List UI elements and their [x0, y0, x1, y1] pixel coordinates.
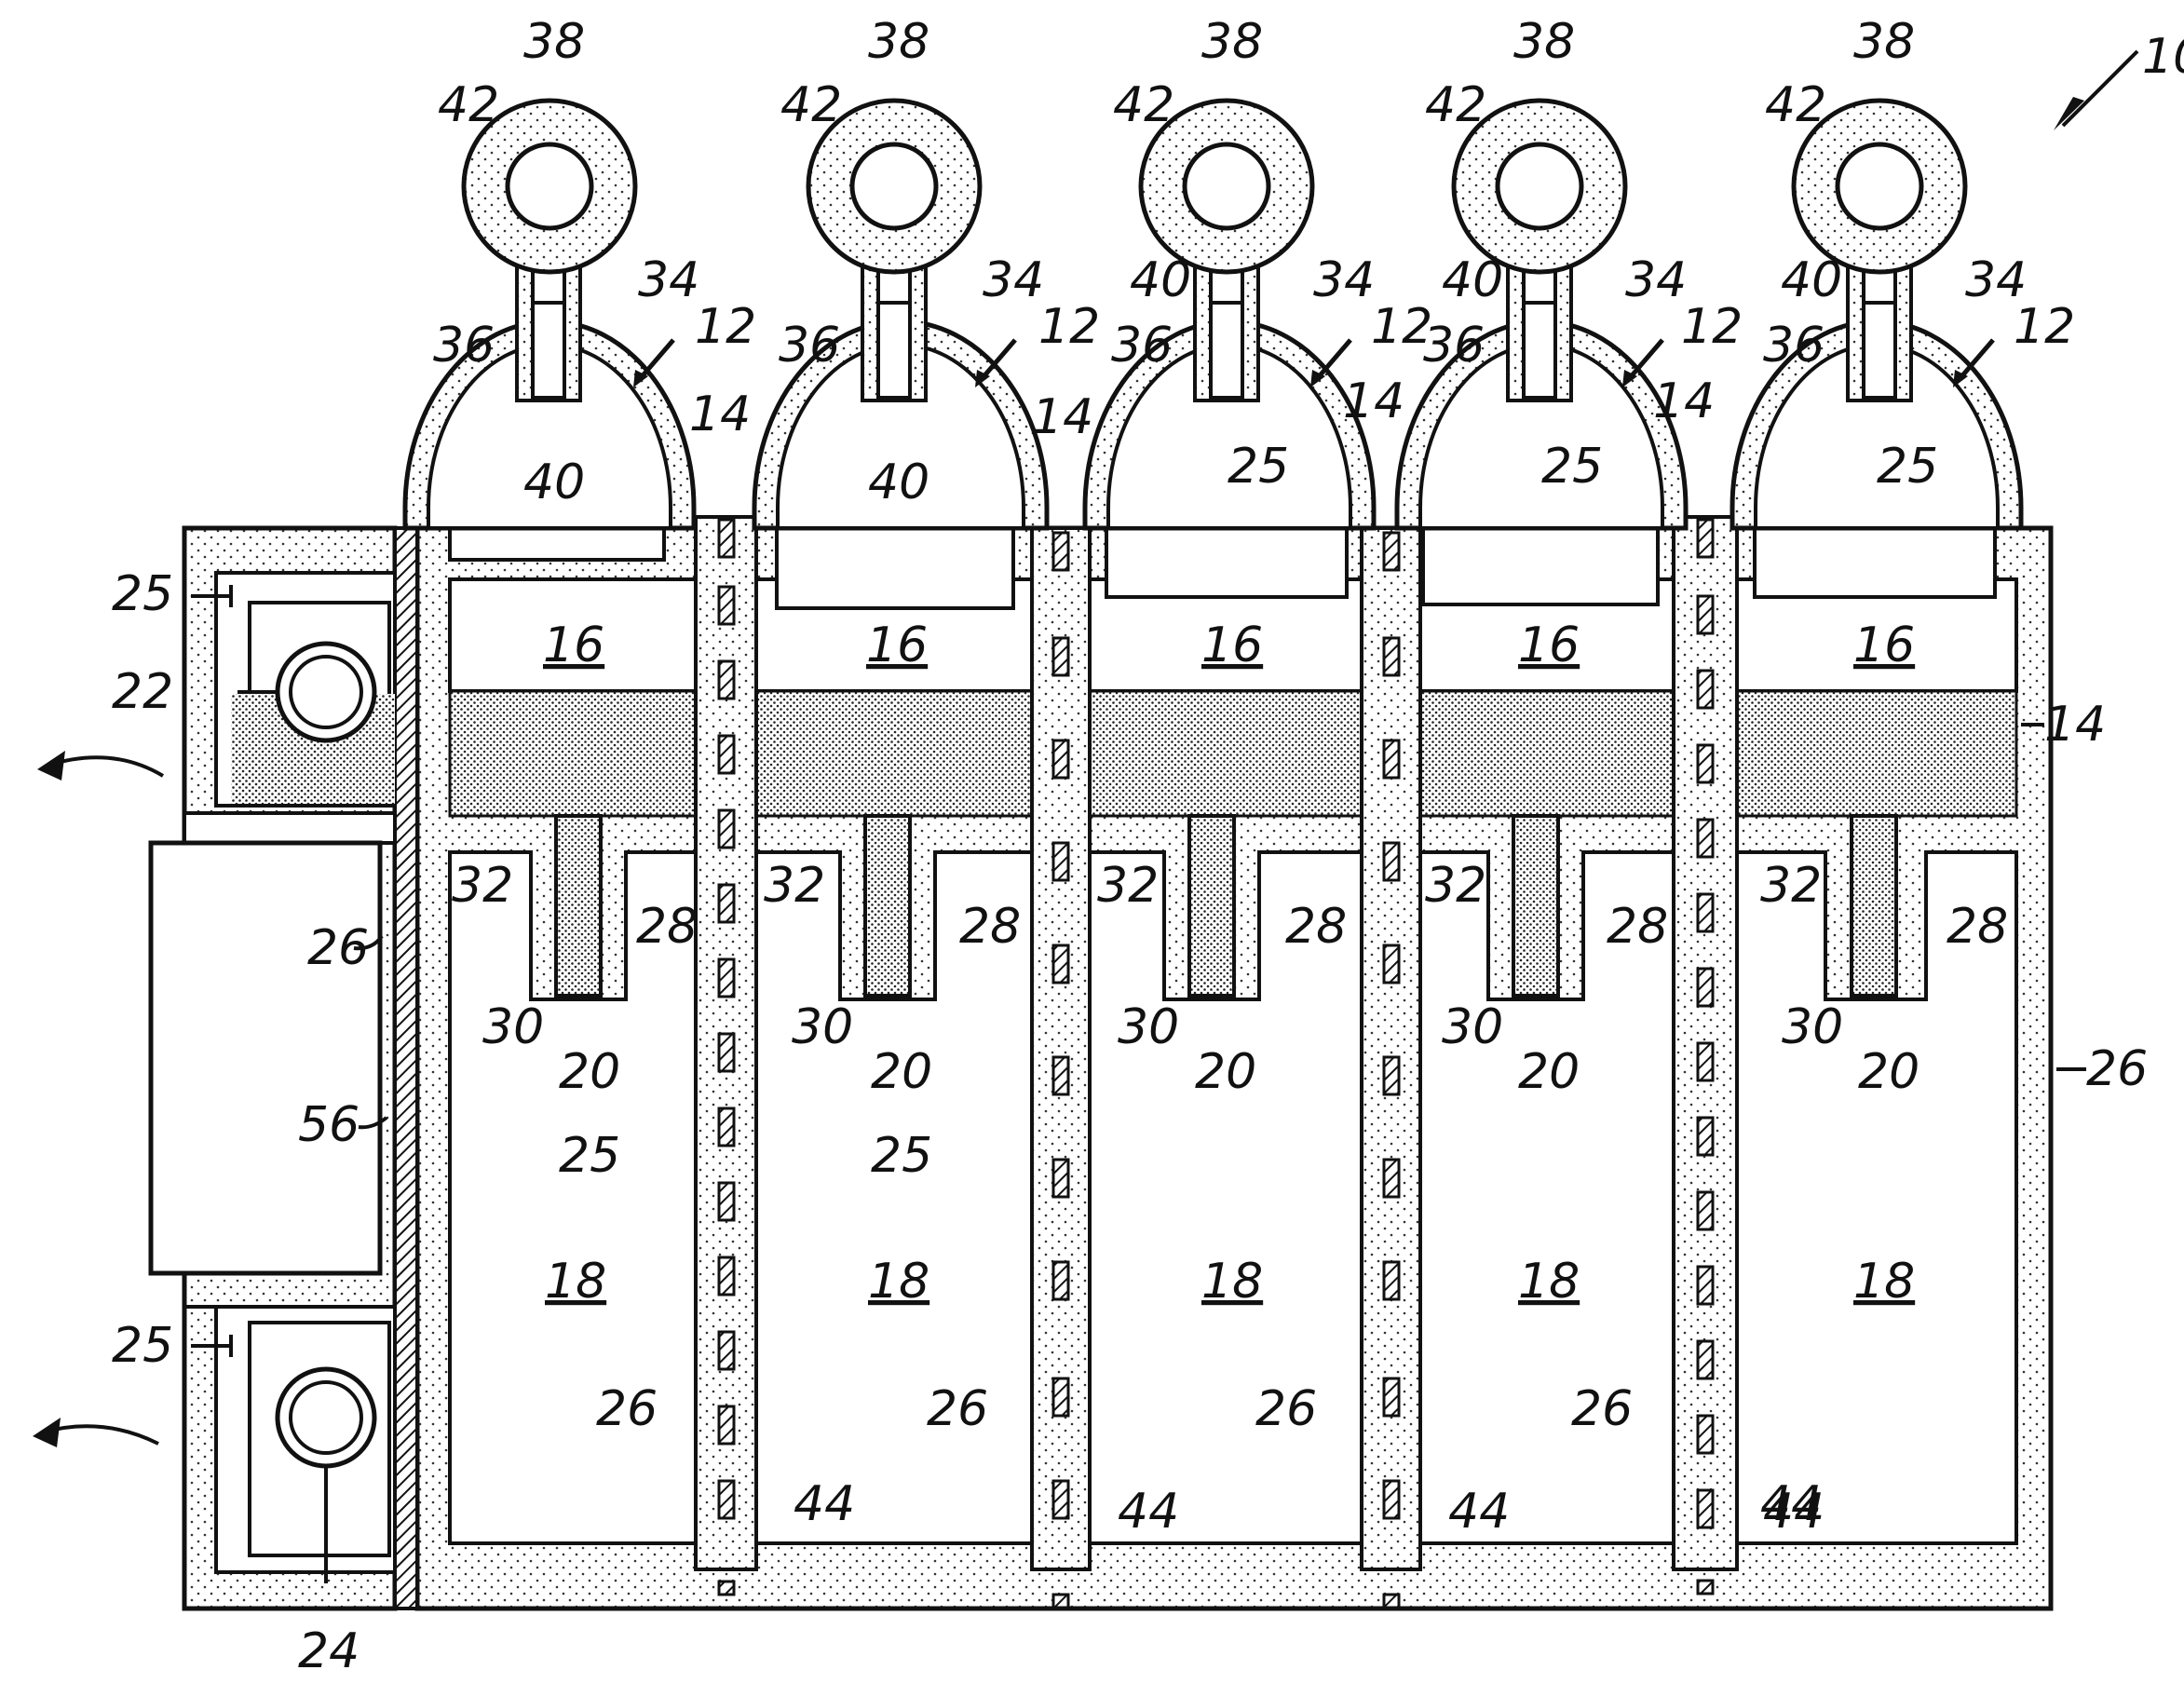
- cell2-44: 44: [1118, 1484, 1179, 1540]
- cell4-32: 32: [1425, 858, 1486, 914]
- cell4-12: 12: [1681, 299, 1743, 355]
- cell5-32: 32: [1760, 858, 1822, 914]
- cell1-32: 32: [452, 858, 513, 914]
- cell1-36: 36: [433, 318, 495, 373]
- cell1-38: 38: [523, 14, 585, 70]
- cell2-40: 40: [868, 455, 929, 510]
- hatched-wall-56: [395, 528, 417, 1609]
- cell4-34: 34: [1625, 252, 1687, 308]
- cell2-20: 20: [871, 1044, 932, 1100]
- cell1-40: 40: [523, 455, 585, 510]
- cell1-30: 30: [482, 999, 544, 1055]
- cell5-42: 42: [1765, 77, 1826, 133]
- cell4-42: 42: [1425, 77, 1486, 133]
- cell5-25: 25: [1877, 439, 1938, 495]
- cell4-26: 26: [1571, 1381, 1633, 1437]
- manifold-24: 24: [298, 1623, 359, 1679]
- cell3-26: 26: [1255, 1381, 1317, 1437]
- cell3-44: 44: [1448, 1484, 1510, 1540]
- cell2-38: 38: [868, 14, 929, 70]
- cell3-18: 18: [1201, 1254, 1263, 1310]
- cell1-14: 14: [689, 387, 751, 442]
- cell5-30: 30: [1782, 999, 1843, 1055]
- cell2-16: 16: [866, 618, 928, 673]
- block-56: [151, 843, 380, 1273]
- cell3-25: 25: [1228, 439, 1289, 495]
- cell4-28: 28: [1607, 899, 1668, 955]
- cell2-14: 14: [1032, 389, 1093, 445]
- cell1-18: 18: [545, 1254, 606, 1310]
- cell4-38: 38: [1513, 14, 1575, 70]
- cell4-30: 30: [1442, 999, 1503, 1055]
- label-assembly-10: 10: [2142, 29, 2184, 85]
- cell3-34: 34: [1313, 252, 1375, 308]
- cell2-42: 42: [780, 77, 842, 133]
- cell3-32: 32: [1097, 858, 1159, 914]
- cell1-12: 12: [695, 299, 756, 355]
- cell4-14: 14: [1653, 373, 1715, 429]
- cell1-42: 42: [438, 77, 499, 133]
- cell2-26: 26: [927, 1381, 988, 1437]
- cell3-14: 14: [1343, 373, 1404, 429]
- vent-assemblies: [405, 101, 2021, 528]
- flow-arrow-lower: [42, 1426, 158, 1444]
- cell5-26: 26: [2086, 1041, 2148, 1097]
- cell3-36: 36: [1111, 318, 1173, 373]
- cell3-30: 30: [1118, 999, 1179, 1055]
- cell4-18: 18: [1518, 1254, 1580, 1310]
- cell5-20: 20: [1858, 1044, 1919, 1100]
- cell3-40: 40: [1130, 252, 1191, 308]
- separator-2: [1032, 528, 1090, 1608]
- cell1-25: 25: [559, 1128, 620, 1184]
- cell4-20: 20: [1518, 1044, 1580, 1100]
- cell4-25: 25: [1541, 439, 1603, 495]
- cell2-12: 12: [1038, 299, 1100, 355]
- cell2-25: 25: [871, 1128, 932, 1184]
- manifold-26: 26: [307, 920, 369, 976]
- separator-3: [1362, 528, 1420, 1608]
- cell5-28: 28: [1947, 899, 2008, 955]
- cell3-28: 28: [1285, 899, 1347, 955]
- separator-4: [1674, 517, 1737, 1594]
- cell3-16: 16: [1201, 618, 1263, 673]
- manifold-56: 56: [298, 1097, 359, 1153]
- cell3-38: 38: [1201, 14, 1263, 70]
- cell2-28: 28: [959, 899, 1021, 955]
- manifold-25-lower: 25: [112, 1318, 173, 1374]
- cell1-26: 26: [596, 1381, 658, 1437]
- cell3-20: 20: [1195, 1044, 1256, 1100]
- cell5-36: 36: [1763, 318, 1825, 373]
- cell5-38: 38: [1853, 14, 1915, 70]
- cell1-16: 16: [543, 618, 604, 673]
- cell1-44: 44: [794, 1476, 855, 1532]
- separator-1: [696, 517, 756, 1595]
- cell2-18: 18: [868, 1254, 929, 1310]
- cell1-34: 34: [638, 252, 699, 308]
- cell5-44: 44: [1763, 1484, 1825, 1540]
- cell3-42: 42: [1113, 77, 1174, 133]
- cell1-20: 20: [559, 1044, 620, 1100]
- cell5-16: 16: [1853, 618, 1915, 673]
- cell4-36: 36: [1423, 318, 1485, 373]
- manifold-25-upper: 25: [112, 566, 173, 622]
- cell2-36: 36: [779, 318, 840, 373]
- cell2-32: 32: [764, 858, 825, 914]
- cell4-16: 16: [1518, 618, 1580, 673]
- cell4-40: 40: [1442, 252, 1503, 308]
- manifold-22: 22: [112, 664, 173, 720]
- cell2-30: 30: [792, 999, 853, 1055]
- cell2-34: 34: [983, 252, 1044, 308]
- cell5-40: 40: [1781, 252, 1842, 308]
- flow-arrow-upper: [47, 757, 163, 776]
- cell5-12: 12: [2014, 299, 2075, 355]
- cell5-14: 14: [2044, 697, 2106, 753]
- cell1-28: 28: [636, 899, 698, 955]
- cell5-18: 18: [1853, 1254, 1915, 1310]
